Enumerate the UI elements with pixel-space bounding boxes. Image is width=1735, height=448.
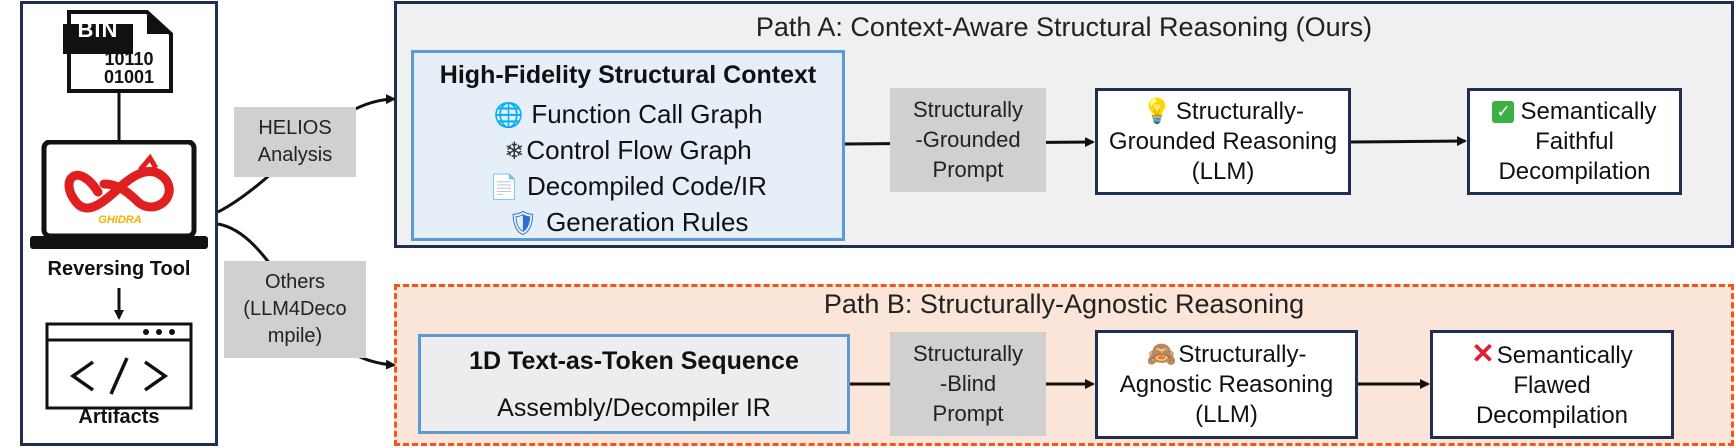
flawed-decompilation-node: ✕Semantically Flawed Decompilation	[1430, 330, 1674, 439]
context-item-call-graph: 🌐 Function Call Graph	[414, 97, 842, 133]
helios-analysis-label: HELIOS Analysis	[234, 107, 356, 177]
helios-label-line2: Analysis	[257, 144, 333, 166]
grounded-prompt-line3: Prompt	[932, 157, 1004, 182]
token-sequence-subtitle: Assembly/Decompiler IR	[497, 394, 771, 422]
flawed-line3: Decompilation	[1475, 401, 1629, 429]
blind-prompt-line2: -Blind	[939, 371, 997, 396]
grounded-reasoning-line1: Structurally-	[1175, 97, 1304, 125]
snowflake-icon: ❄	[504, 138, 525, 165]
agnostic-reasoning-line3: (LLM)	[1195, 400, 1258, 428]
grounded-prompt-line2: -Grounded	[915, 127, 1021, 152]
agnostic-reasoning-line1: Structurally-	[1178, 340, 1307, 368]
ghidra-dragon-logo	[64, 166, 174, 213]
path-a-title: Path A: Context-Aware Structural Reasoni…	[755, 12, 1373, 42]
cross-icon: ✕	[1471, 337, 1495, 369]
grounded-reasoning-node: 💡Structurally- Grounded Reasoning (LLM)	[1095, 88, 1351, 195]
lightbulb-icon: 💡	[1142, 97, 1172, 125]
others-label-line1: Others	[264, 271, 326, 293]
token-sequence-box: 1D Text-as-Token Sequence Assembly/Decom…	[418, 334, 850, 434]
context-item-generation-rules: 🛡 Generation Rules	[414, 205, 842, 241]
grounded-prompt-line1: Structurally	[912, 97, 1024, 122]
ghidra-wordmark: GHIDRA	[98, 214, 142, 226]
faithful-decompilation-node: ✓Semantically Faithful Decompilation	[1467, 88, 1682, 195]
globe-icon: 🌐	[493, 102, 524, 129]
laptop-icon	[28, 139, 210, 252]
context-item-label: Generation Rules	[546, 207, 749, 237]
structural-context-title: High-Fidelity Structural Context	[439, 61, 817, 89]
check-icon: ✓	[1492, 101, 1515, 124]
agnostic-reasoning-node: 🙈Structurally- Agnostic Reasoning (LLM)	[1095, 330, 1358, 439]
faithful-line1: Semantically	[1520, 97, 1657, 125]
context-item-control-flow: ❄Control Flow Graph	[414, 133, 842, 169]
faithful-line3: Decompilation	[1498, 157, 1651, 185]
document-icon: 📄	[489, 174, 519, 201]
binary-digits: 10110 01001	[84, 50, 174, 86]
artifacts-label: Artifacts	[78, 406, 160, 428]
context-item-label: Control Flow Graph	[526, 135, 752, 165]
structural-context-box: High-Fidelity Structural Context 🌐 Functi…	[411, 50, 845, 241]
binary-file-icon	[63, 10, 175, 93]
code-window-icon	[45, 322, 193, 410]
faithful-line2: Faithful	[1535, 127, 1614, 155]
blind-prompt-label: Structurally -Blind Prompt	[890, 332, 1046, 436]
others-label-line3: mpile)	[267, 325, 323, 347]
helios-label-line1: HELIOS	[258, 117, 332, 139]
grounded-prompt-label: Structurally -Grounded Prompt	[890, 88, 1046, 192]
flawed-line2: Flawed	[1513, 371, 1591, 399]
binary-digits-line2: 01001	[103, 67, 155, 87]
others-label-line2: (LLM4Deco	[243, 298, 347, 320]
binary-digits-line1: 10110	[104, 49, 154, 69]
others-label: Others (LLM4Deco mpile)	[224, 261, 366, 358]
agnostic-reasoning-line2: Agnostic Reasoning	[1119, 370, 1334, 398]
context-item-label: Function Call Graph	[531, 99, 763, 129]
grounded-reasoning-line3: (LLM)	[1191, 157, 1255, 185]
reasoning-to-faithful-arrow	[1350, 136, 1467, 147]
see-no-evil-monkey-icon: 🙈	[1146, 340, 1177, 368]
bin-badge-text: BIN	[77, 17, 119, 42]
flawed-line1: Semantically	[1496, 341, 1633, 369]
reversing-tool-label: Reversing Tool	[47, 258, 191, 280]
blind-prompt-line3: Prompt	[932, 401, 1004, 426]
blind-prompt-line1: Structurally	[912, 341, 1024, 366]
grounded-reasoning-line2: Grounded Reasoning	[1108, 127, 1338, 155]
path-b-title: Path B: Structurally-Agnostic Reasoning	[823, 289, 1305, 319]
context-item-label: Decompiled Code/IR	[527, 171, 767, 201]
context-item-decompiled-code: 📄 Decompiled Code/IR	[414, 169, 842, 205]
token-sequence-title: 1D Text-as-Token Sequence	[469, 347, 799, 375]
shield-icon: 🛡	[507, 210, 539, 237]
